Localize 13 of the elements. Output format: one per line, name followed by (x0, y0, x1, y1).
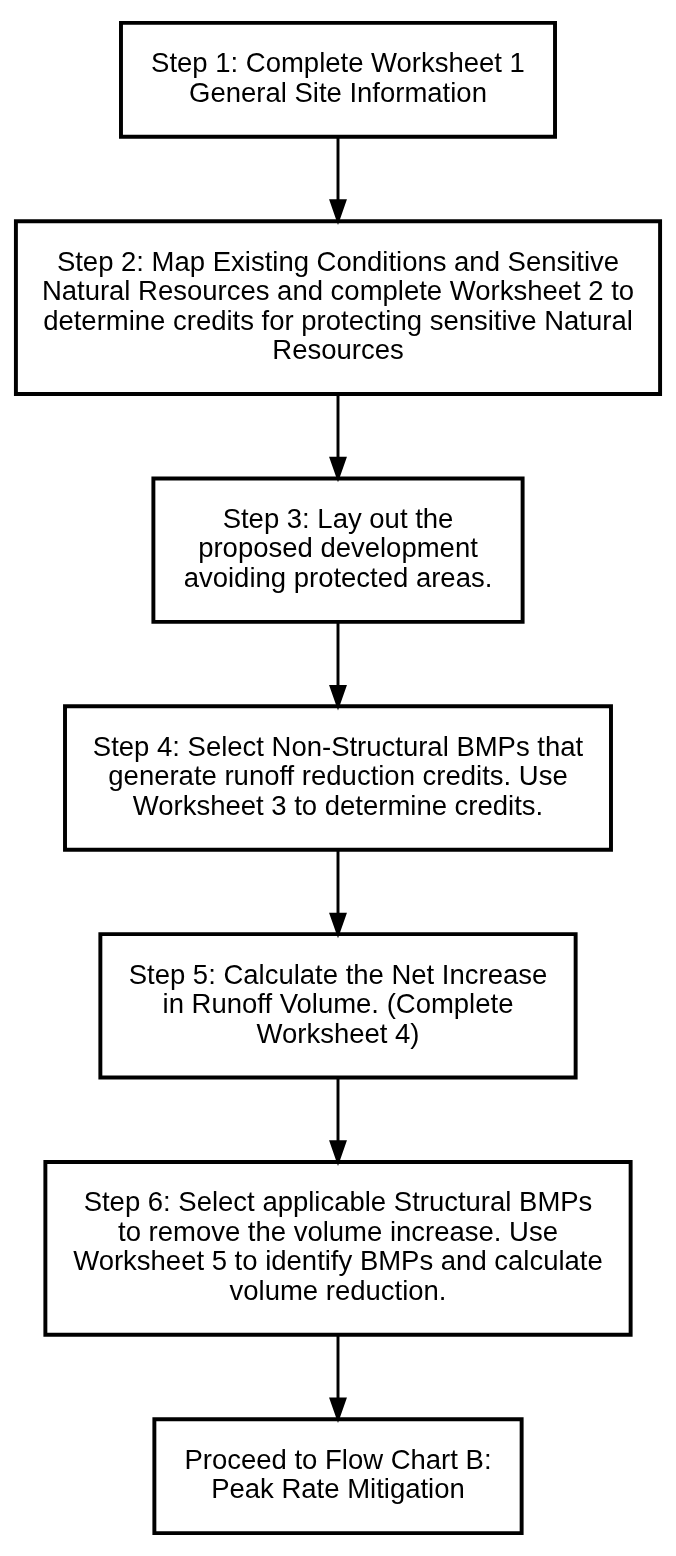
arrow (329, 622, 347, 711)
arrow (329, 850, 347, 939)
arrow (329, 137, 347, 225)
node-box: Step 6: Select applicable Structural BMPs to remove the volume increase. Use Worksheet 5 to identify BMPs and calculate volume reduction. (43, 1160, 633, 1337)
node-box: Step 2: Map Existing Conditions and Sensitive Natural Resources and complete Worksheet 2 to determine credits for protecting sensitive Natural Resources (13, 219, 663, 396)
node-box: Step 3: Lay out the proposed development avoiding protected areas. (151, 476, 525, 624)
arrow (329, 1078, 347, 1166)
node-box: Proceed to Flow Chart B: Peak Rate Mitigation (152, 1417, 524, 1536)
node-box: Step 4: Select Non-Structural BMPs that generate runoff reduction credits. Use Worksheet 3 to determine credits. (63, 704, 613, 852)
node-box: Step 1: Complete Worksheet 1 General Site Information (119, 20, 557, 139)
arrow (329, 1335, 347, 1424)
arrow (329, 394, 347, 483)
node-box: Step 5: Calculate the Net Increase in Runoff Volume. (Complete Worksheet 4) (98, 932, 578, 1080)
